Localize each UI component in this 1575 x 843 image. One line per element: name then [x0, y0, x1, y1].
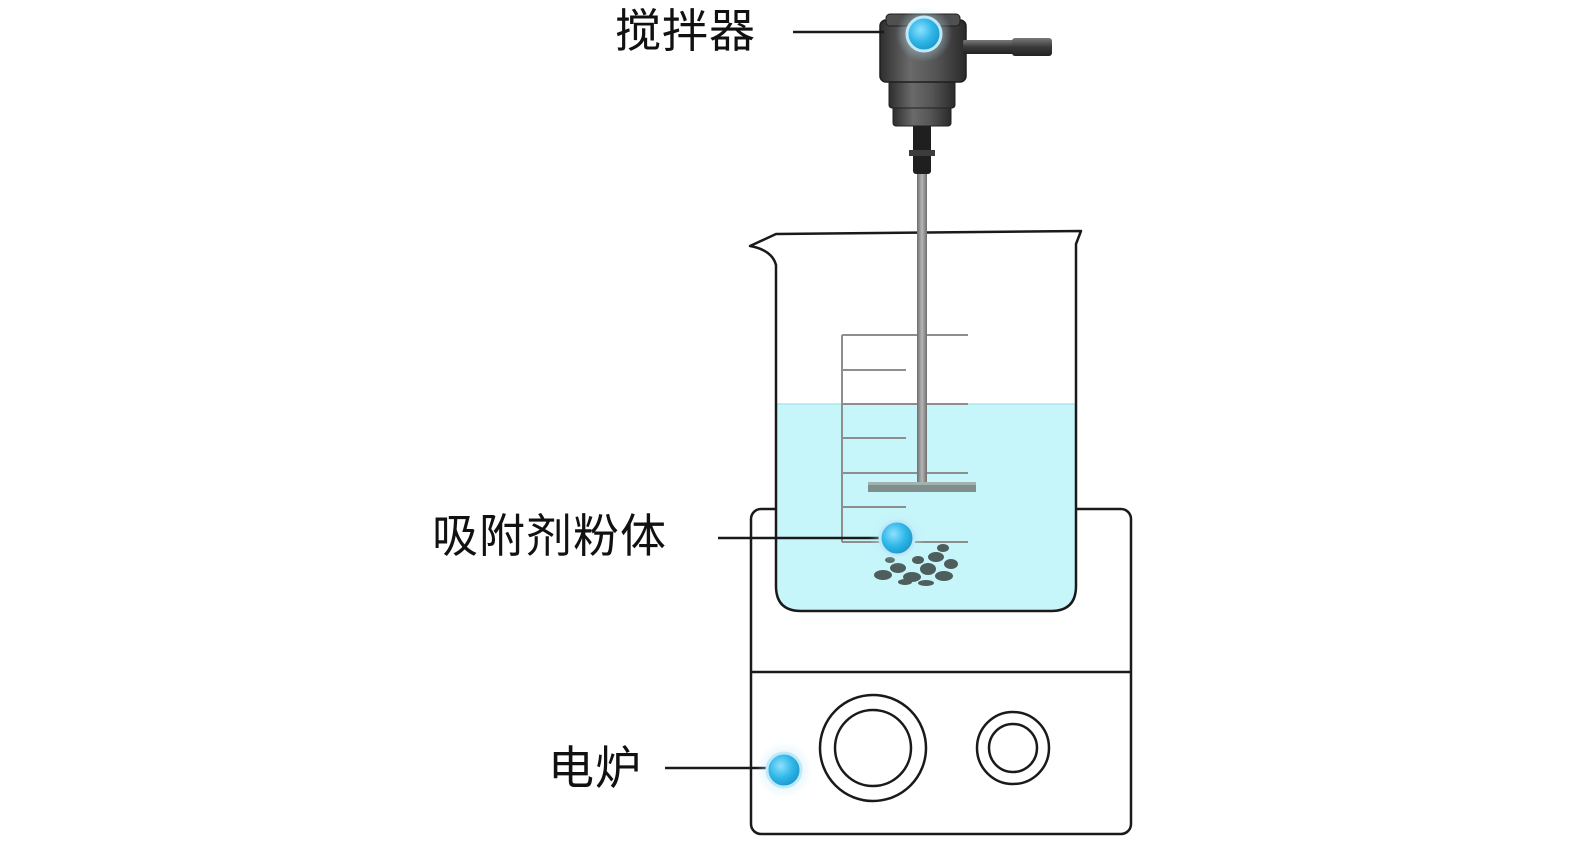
- stirrer-handle: [963, 40, 1015, 54]
- liquid: [776, 404, 1076, 611]
- stirrer-paddle: [868, 482, 976, 492]
- leader-lines: [665, 30, 884, 770]
- adsorbent-powder-label: 吸附剂粉体: [432, 509, 667, 563]
- stirrer-chuck: [913, 122, 931, 174]
- small-knob-icon: [975, 710, 1051, 786]
- large-knob-icon: [818, 693, 928, 803]
- adsorbent-powder: [874, 544, 958, 586]
- graduation-marks: [841, 334, 968, 543]
- stirrer-shaft: [917, 172, 927, 484]
- beaker-outline: [748, 229, 1083, 613]
- hotspot-marker-icon: [896, 6, 952, 62]
- stirrer-label: 搅拌器: [615, 4, 756, 58]
- beaker: [748, 229, 1083, 613]
- hotspot-marker-icon: [756, 742, 812, 798]
- electric-furnace-label: 电炉: [548, 741, 642, 795]
- hotspot-marker-icon: [869, 510, 925, 566]
